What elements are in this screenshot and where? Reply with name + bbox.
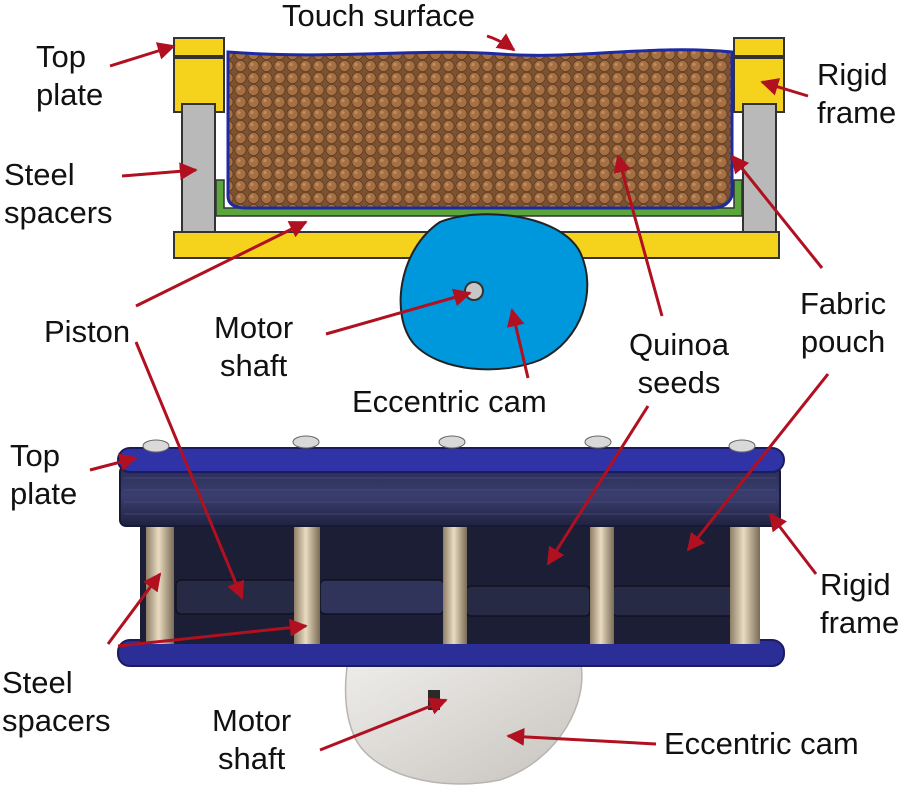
photo-piston-3 — [465, 585, 591, 617]
screw-3 — [438, 435, 466, 449]
photo-spacer-5 — [730, 522, 760, 644]
label-photo-top-plate: Top plate — [10, 438, 78, 511]
arrow-eccentric-cam — [506, 308, 530, 379]
arrow-piston — [135, 220, 308, 308]
schematic-spacer-right — [742, 103, 777, 233]
schematic-fabric-pouch — [226, 48, 734, 210]
label-eccentric-cam: Eccentric cam — [352, 384, 547, 419]
arrow-photo-quinoa-seeds — [546, 405, 650, 566]
label-quinoa-seeds: Quinoa seeds — [629, 327, 729, 400]
schematic — [173, 37, 785, 371]
arrow-photo-top-plate — [89, 453, 138, 472]
label-top-plate: Top plate — [36, 39, 104, 112]
leader-arrows — [89, 33, 830, 752]
schematic-eccentric-cam — [399, 213, 589, 371]
photo-rigid-frame — [119, 465, 781, 527]
arrow-touch-surface — [486, 33, 516, 52]
arrow-steel-spacers — [121, 162, 198, 181]
label-piston: Piston — [44, 314, 131, 349]
arrow-fabric-pouch — [730, 154, 824, 269]
arrow-photo-fabric-pouch — [686, 373, 830, 552]
arrow-rigid-frame — [760, 78, 809, 98]
photo-spacer-4 — [590, 522, 614, 644]
arrow-photo-steel-spacers-b — [117, 618, 308, 648]
schematic-top-plate-right — [733, 37, 785, 57]
arrow-top-plate — [109, 42, 176, 68]
screw-2 — [292, 435, 320, 449]
screw-4 — [584, 435, 612, 449]
screw-1 — [142, 439, 170, 453]
label-motor-shaft: Motor shaft — [214, 310, 294, 383]
label-steel-spacers: Steel spacers — [4, 157, 113, 230]
label-fabric-pouch: Fabric pouch — [800, 286, 887, 359]
arrow-photo-motor-shaft — [319, 697, 448, 752]
schematic-spacer-left — [181, 103, 216, 233]
photo-spacer-3 — [443, 522, 467, 644]
label-rigid-frame: Rigid frame — [817, 57, 897, 130]
schematic-motor-shaft — [464, 281, 484, 301]
label-photo-rigid-frame: Rigid frame — [820, 567, 900, 640]
arrow-photo-rigid-frame — [768, 512, 818, 575]
photo-piston-2 — [319, 579, 445, 615]
screw-5 — [728, 439, 756, 453]
schematic-top-plate-left — [173, 37, 225, 57]
arrow-photo-piston — [134, 341, 245, 600]
photo-eccentric-cam — [344, 659, 583, 785]
label-photo-motor-shaft: Motor shaft — [212, 703, 292, 776]
label-photo-steel-spacers: Steel spacers — [2, 665, 111, 738]
arrow-photo-steel-spacers-a — [106, 572, 162, 645]
photo-piston-4 — [611, 585, 735, 617]
arrow-motor-shaft — [325, 288, 472, 336]
photo-spacer-1 — [146, 522, 174, 644]
photo-top-plate — [117, 447, 785, 473]
label-touch-surface: Touch surface — [282, 0, 475, 33]
arrow-quinoa-seeds — [613, 154, 664, 317]
label-photo-eccentric-cam: Eccentric cam — [664, 726, 859, 761]
arrow-photo-eccentric-cam — [506, 727, 657, 746]
